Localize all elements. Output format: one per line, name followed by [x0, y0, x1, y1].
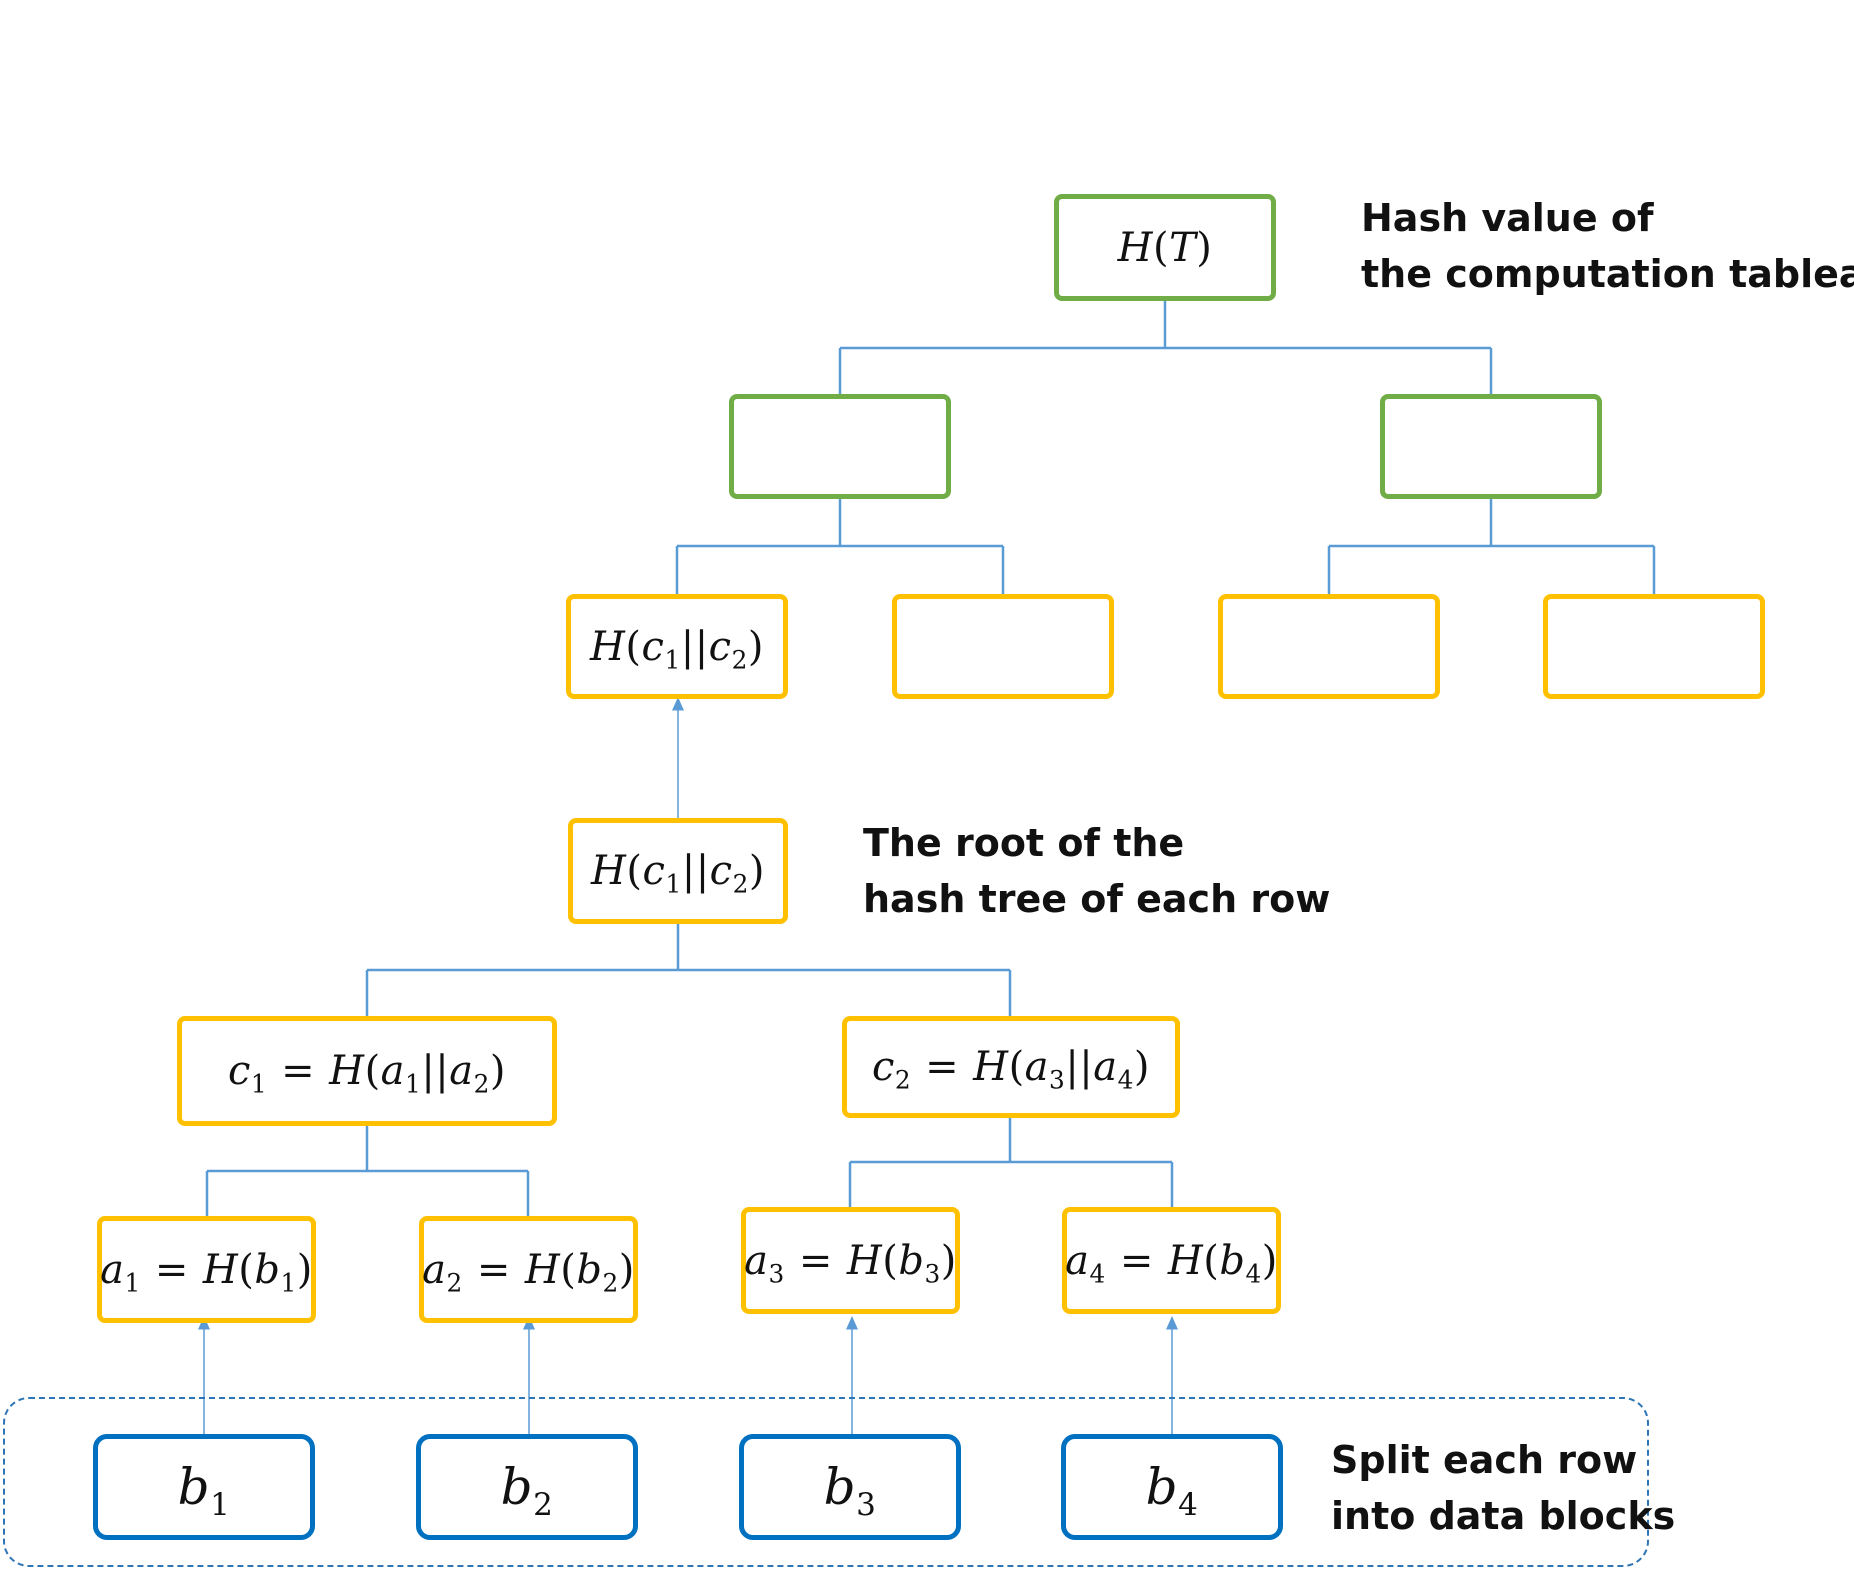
root-hash-label: H(T) — [1117, 224, 1213, 271]
b3-label: b3 — [823, 1458, 877, 1523]
leaf-node-2 — [892, 594, 1114, 699]
a2-label: a2=H(b2) — [422, 1246, 635, 1298]
a1-label: a1=H(b1) — [100, 1246, 313, 1298]
data-blocks-region — [3, 1397, 1649, 1567]
edge-c1-to-a — [205, 1124, 530, 1218]
a2-node: a2=H(b2) — [419, 1216, 638, 1323]
b4-label: b4 — [1145, 1458, 1199, 1523]
hash-value-annotation: Hash value of the computation tableau — [1361, 190, 1854, 302]
a1-node: a1=H(b1) — [97, 1216, 316, 1323]
edge-rowroot-to-c — [365, 922, 1012, 1018]
b2-label: b2 — [500, 1458, 554, 1523]
c2-node: c2=H(a3||a4) — [842, 1016, 1180, 1118]
b2-node: b2 — [416, 1434, 638, 1540]
b1-label: b1 — [177, 1458, 231, 1523]
a4-label: a4=H(b4) — [1065, 1237, 1278, 1289]
hash-value-line2: the computation tableau — [1361, 252, 1854, 296]
mid-right-node — [1380, 394, 1602, 499]
c1-label: c1=H(a1||a2) — [227, 1048, 507, 1099]
row-root-node: H(c1||c2) — [568, 818, 788, 924]
row-root-line1: The root of the — [863, 821, 1185, 865]
row-root-line2: hash tree of each row — [863, 877, 1331, 921]
edge-c2-to-a — [848, 1116, 1174, 1209]
a3-node: a3=H(b3) — [741, 1207, 960, 1314]
edge-midleft-to-children — [675, 497, 1005, 596]
leaf-node-3 — [1218, 594, 1440, 699]
data-blocks-line2: into data blocks — [1331, 1494, 1676, 1538]
leaf-node-4 — [1543, 594, 1765, 699]
b3-node: b3 — [739, 1434, 961, 1540]
row-root-annotation: The root of the hash tree of each row — [863, 815, 1330, 927]
b4-node: b4 — [1061, 1434, 1283, 1540]
b1-node: b1 — [93, 1434, 315, 1540]
data-blocks-annotation: Split each row into data blocks — [1331, 1432, 1675, 1544]
hash-value-line1: Hash value of — [1361, 196, 1654, 240]
edge-root-to-mids — [838, 301, 1493, 396]
a3-label: a3=H(b3) — [744, 1237, 957, 1289]
a4-node: a4=H(b4) — [1062, 1207, 1281, 1314]
root-hash-node: H(T) — [1054, 194, 1276, 301]
row-root-label: H(c1||c2) — [591, 848, 765, 899]
mid-left-node — [729, 394, 951, 499]
row-root-copy-node: H(c1||c2) — [566, 594, 788, 699]
row-root-copy-label: H(c1||c2) — [590, 623, 764, 675]
c1-node: c1=H(a1||a2) — [177, 1016, 557, 1126]
edge-midright-to-children — [1327, 497, 1656, 596]
c2-label: c2=H(a3||a4) — [871, 1044, 1151, 1095]
data-blocks-line1: Split each row — [1331, 1438, 1638, 1482]
